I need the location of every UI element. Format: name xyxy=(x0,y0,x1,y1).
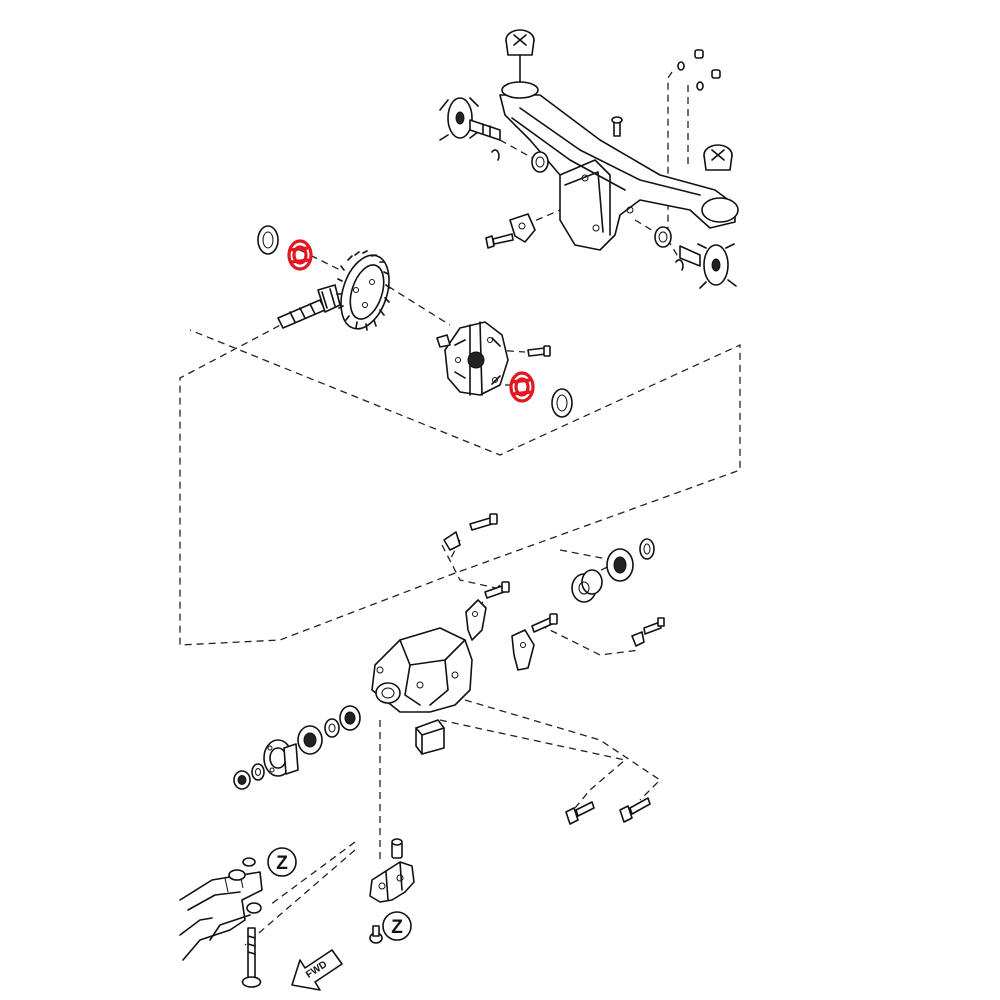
carrier-rear-mount-bracket xyxy=(369,838,415,903)
differential-carrier-housing xyxy=(371,627,473,713)
pinion-bearing-outer xyxy=(339,705,361,731)
bracket-bolt-upper xyxy=(484,581,510,599)
carrier-mount-bushing xyxy=(571,569,603,603)
reference-callout-z-1: Z xyxy=(267,847,297,877)
pinion-spacer xyxy=(324,718,340,738)
vent-breather xyxy=(631,617,665,647)
carrier-mount-bearing xyxy=(606,548,634,582)
clip-bolt-top xyxy=(469,513,498,531)
forward-direction-arrow: FWD xyxy=(291,949,343,991)
pinion-oil-seal xyxy=(297,725,323,755)
rear-subframe xyxy=(499,94,736,251)
drive-pinion-shaft xyxy=(277,284,341,329)
left-axle-circlip xyxy=(491,149,500,161)
carrier-mount-washer xyxy=(639,538,655,560)
flange-washer xyxy=(251,763,265,781)
rubber-stopper xyxy=(415,719,445,755)
companion-flange xyxy=(263,739,299,777)
right-axle-oil-seal xyxy=(654,226,672,248)
mounting-bolt-subframe xyxy=(485,233,514,249)
carrier-side-bracket-right xyxy=(511,629,535,671)
body-floor-panel xyxy=(179,857,263,961)
carrier-bolt-left xyxy=(565,801,595,825)
right-axle-flange xyxy=(679,243,737,289)
carrier-side-bracket-left xyxy=(465,599,487,641)
rear-mount-nut xyxy=(369,925,383,944)
clip-bracket-top xyxy=(443,531,461,551)
callout-z-label-2: Z xyxy=(391,917,403,938)
differential-case xyxy=(436,321,509,396)
subframe-small-bolts xyxy=(677,49,721,91)
bracket-bolt-lower xyxy=(531,613,558,633)
reference-callout-z-2: Z xyxy=(382,911,412,941)
right-axle-circlip xyxy=(675,259,684,271)
mounting-bracket-small xyxy=(509,213,536,243)
side-bearing-race-right xyxy=(551,388,573,418)
subframe-stud-top xyxy=(611,116,623,137)
diff-case-bolt xyxy=(527,345,551,357)
side-bearing-left-highlighted xyxy=(287,239,313,271)
callout-z-label-1: Z xyxy=(276,853,288,874)
long-mount-bolt xyxy=(241,927,262,988)
side-bearing-race-left xyxy=(257,225,279,255)
flange-nut xyxy=(233,770,251,790)
left-axle-flange xyxy=(439,97,501,141)
carrier-bolt-right xyxy=(619,797,651,823)
ring-gear xyxy=(336,250,391,331)
left-axle-oil-seal xyxy=(531,151,549,173)
side-bearing-right-highlighted xyxy=(509,371,535,403)
subframe-bushing-front xyxy=(501,29,539,99)
subframe-bushing-rear xyxy=(701,144,739,223)
leader-lines xyxy=(179,71,741,946)
